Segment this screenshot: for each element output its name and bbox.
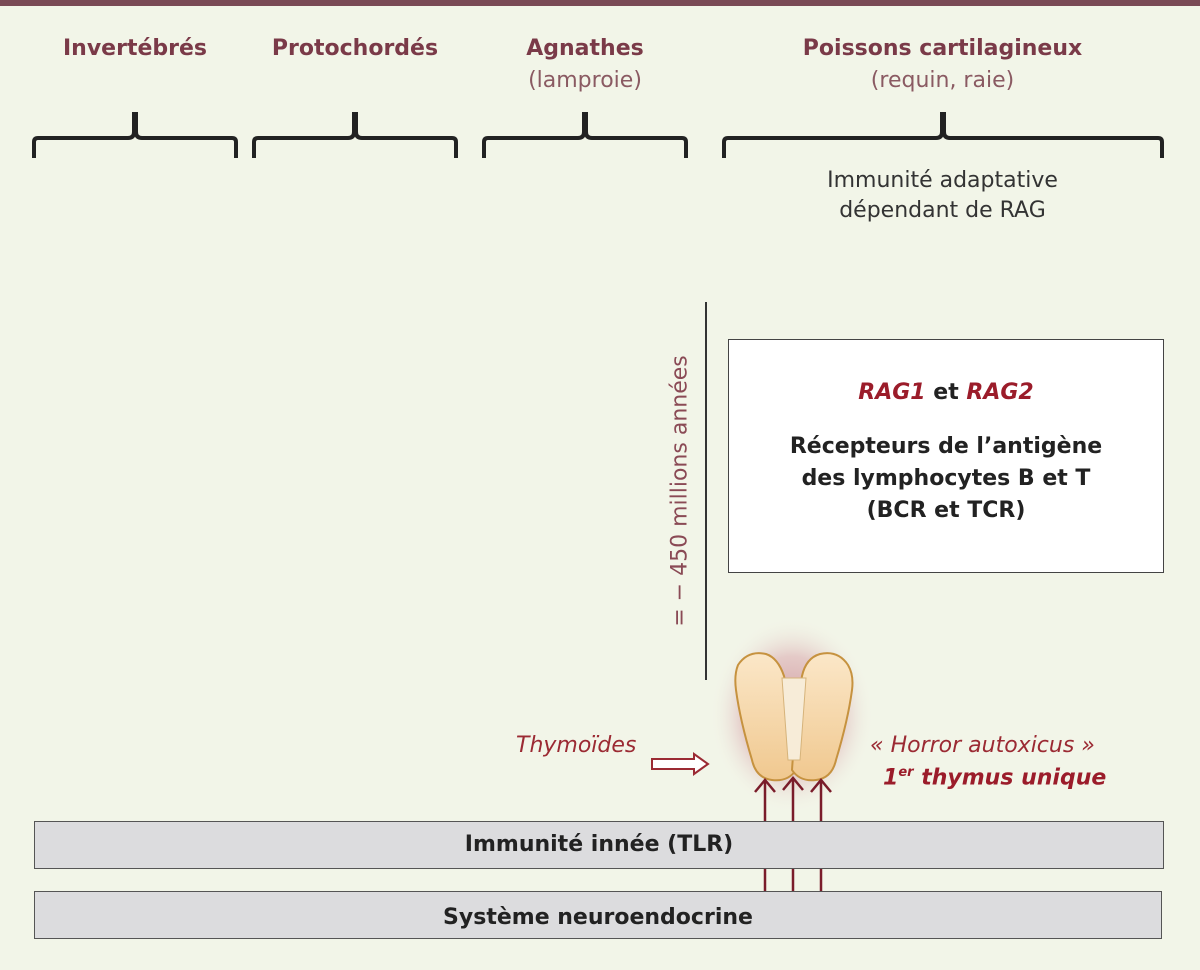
group-title-protochordes: Protochordés	[271, 36, 439, 61]
first-thymus-num: 1	[883, 765, 899, 791]
innate-immunity-bar: Immunité innée (TLR)	[34, 821, 1164, 869]
rag-box: RAG1 et RAG2 Récepteurs de l’antigène de…	[728, 339, 1164, 573]
neuroendocrine-bar: Système neuroendocrine	[34, 891, 1162, 939]
rag2-label: RAG2	[966, 380, 1034, 405]
horror-autoxicus-label: « Horror autoxicus »	[870, 733, 1095, 758]
thymus-illustration	[710, 620, 874, 813]
arrow-head-2	[782, 776, 804, 791]
rag1-label: RAG1	[858, 380, 926, 405]
neuroendocrine-label: Système neuroendocrine	[443, 905, 753, 930]
innate-immunity-label: Immunité innée (TLR)	[464, 832, 734, 857]
group-title-invertebres: Invertébrés	[62, 36, 207, 61]
receptor-text: Récepteurs de l’antigène des lymphocytes…	[729, 431, 1163, 527]
rag-conjunction: et	[933, 380, 959, 405]
group-title-agnathes: Agnathes	[526, 36, 644, 61]
first-thymus-sup: er	[898, 765, 914, 780]
timeline-label-text: = − 450 millions années	[667, 355, 693, 627]
arrow-head-3	[810, 778, 832, 793]
group-subtitle-agnathes: (lamproie)	[528, 68, 642, 93]
adaptive-line-2: dépendant de RAG	[839, 198, 1046, 223]
adaptive-immunity-label: Immunité adaptative dépendant de RAG	[720, 166, 1165, 226]
rag-genes-line: RAG1 et RAG2	[729, 380, 1163, 405]
first-thymus-label: 1er thymus unique	[883, 765, 1106, 790]
timeline-line	[705, 302, 707, 680]
brace-agnathes	[482, 112, 688, 158]
thymus-left-lobe	[734, 652, 798, 782]
receptor-line-3: (BCR et TCR)	[866, 498, 1026, 523]
arrow-head-1	[754, 778, 776, 793]
brace-protochordes	[252, 112, 458, 158]
thymus-isthmus	[781, 677, 807, 761]
brace-poissons	[722, 112, 1164, 158]
brace-invertebres	[32, 112, 238, 158]
top-rule	[0, 0, 1200, 6]
receptor-line-2: des lymphocytes B et T	[801, 466, 1091, 491]
group-title-poissons: Poissons cartilagineux	[802, 36, 1083, 61]
adaptive-line-1: Immunité adaptative	[827, 168, 1058, 193]
thymus-right-lobe	[790, 652, 854, 782]
receptor-line-1: Récepteurs de l’antigène	[789, 434, 1103, 459]
first-thymus-text: thymus unique	[921, 765, 1107, 791]
thymoides-label: Thymoïdes	[516, 733, 637, 758]
group-subtitle-poissons: (requin, raie)	[870, 68, 1015, 93]
thymoides-arrow	[651, 752, 710, 776]
